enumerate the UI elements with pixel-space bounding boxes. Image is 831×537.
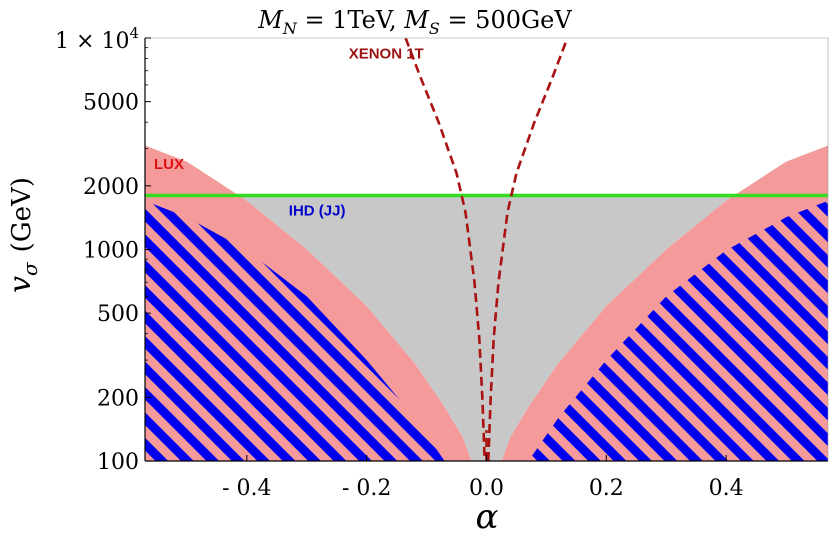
y-axis-symbol: v [3, 276, 38, 293]
allowed-region [145, 145, 828, 461]
y-axis-unit: (GeV) [7, 177, 37, 252]
annotations: LUX IHD (JJ) XENON 1T [154, 45, 424, 219]
y-tick-label-top: 1 × 104 [55, 24, 139, 54]
axis-ticks: - 0.4 - 0.2 0.0 0.2 0.4 100 200 500 1000 2000 5000… [55, 24, 744, 501]
title-m2: M [403, 6, 430, 34]
y-axis-title: vσ (GeV) [3, 177, 42, 293]
y-tick-label: 1000 [83, 239, 139, 264]
x-tick-label: - 0.4 [222, 476, 271, 501]
y-tick-label: 200 [97, 386, 139, 411]
y-axis-subscript: σ [18, 261, 42, 276]
x-tick-label: 0.4 [709, 476, 744, 501]
xenon-curve-left [404, 38, 486, 461]
x-tick-label: - 0.2 [342, 476, 391, 501]
ihd-region-right [528, 200, 828, 461]
y-tick-label: 500 [97, 302, 139, 327]
y-tick-label: 100 [97, 450, 139, 475]
title-mid: = 1TeV, [297, 6, 404, 34]
title-m1: M [257, 6, 284, 34]
y-tick-label: 2000 [83, 175, 139, 200]
y-tick-label: 5000 [83, 91, 139, 116]
region-label: LUX [154, 156, 184, 173]
title-sub2: S [429, 19, 440, 38]
title-end: = 500GeV [440, 6, 573, 34]
plot-area [145, 38, 828, 461]
x-tick-label: 0.0 [469, 476, 504, 501]
x-axis-title: α [476, 497, 499, 537]
region-label: XENON 1T [349, 45, 424, 62]
ihd-region-left [145, 200, 445, 461]
chart-title: MN = 1TeV, MS = 500GeV [257, 6, 572, 38]
region-label: IHD (JJ) [289, 202, 346, 219]
title-sub1: N [282, 19, 298, 38]
x-tick-label: 0.2 [589, 476, 624, 501]
